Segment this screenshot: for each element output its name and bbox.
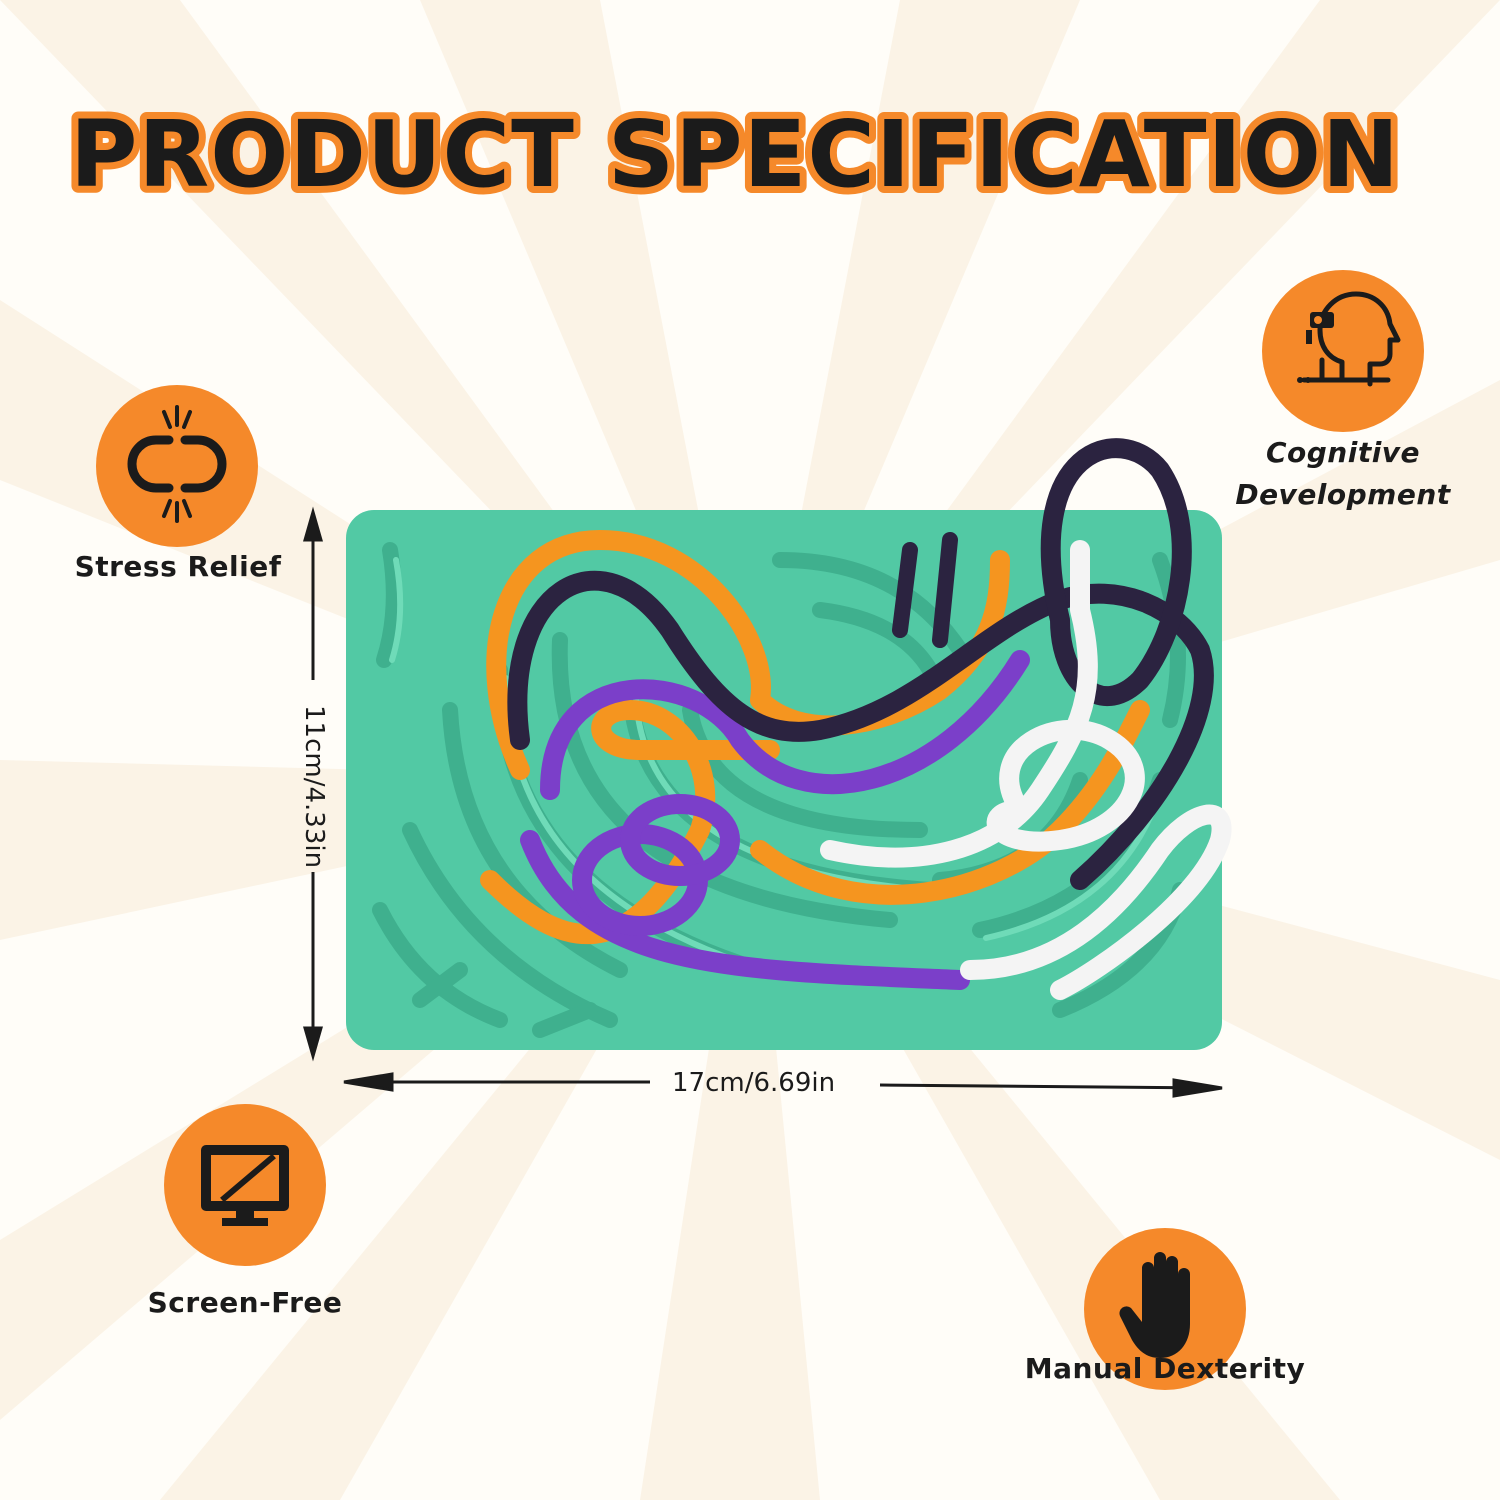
- crossed-monitor-icon: [201, 1145, 289, 1226]
- dark-tube: [507, 570, 1214, 890]
- page-title-text: PRODUCT SPECIFICATION: [70, 101, 1400, 208]
- screen-free-badge: [164, 1104, 326, 1266]
- tubes: [480, 438, 1232, 1000]
- cognitive-label-line1: Cognitive: [1265, 436, 1421, 469]
- cognitive-label-line2: Development: [1235, 478, 1451, 511]
- stress-relief-badge: [96, 385, 258, 547]
- purple-tube: [520, 830, 970, 990]
- manual-dexterity-badge: [1084, 1228, 1246, 1390]
- page-title: PRODUCT SPECIFICATION: [63, 94, 1406, 215]
- white-tube: [820, 540, 1098, 868]
- cognitive-development-badge: [1262, 270, 1424, 432]
- manual-dexterity-label: Manual Dexterity: [1024, 1352, 1306, 1385]
- cognitive-development-label: Cognitive Development: [1222, 432, 1464, 516]
- hand-icon: [1119, 1252, 1190, 1358]
- broken-chain-icon: [127, 405, 227, 523]
- stress-relief-label: Stress Relief: [74, 550, 282, 583]
- orange-tube-lower: [480, 700, 780, 945]
- width-dimension-label: 17cm/6.69in: [672, 1068, 836, 1098]
- product-photo: [346, 438, 1232, 1050]
- screen-free-label: Screen-Free: [147, 1286, 343, 1319]
- head-mind-icon: [1297, 291, 1401, 387]
- height-dimension-label: 11cm/4.33in: [299, 705, 329, 869]
